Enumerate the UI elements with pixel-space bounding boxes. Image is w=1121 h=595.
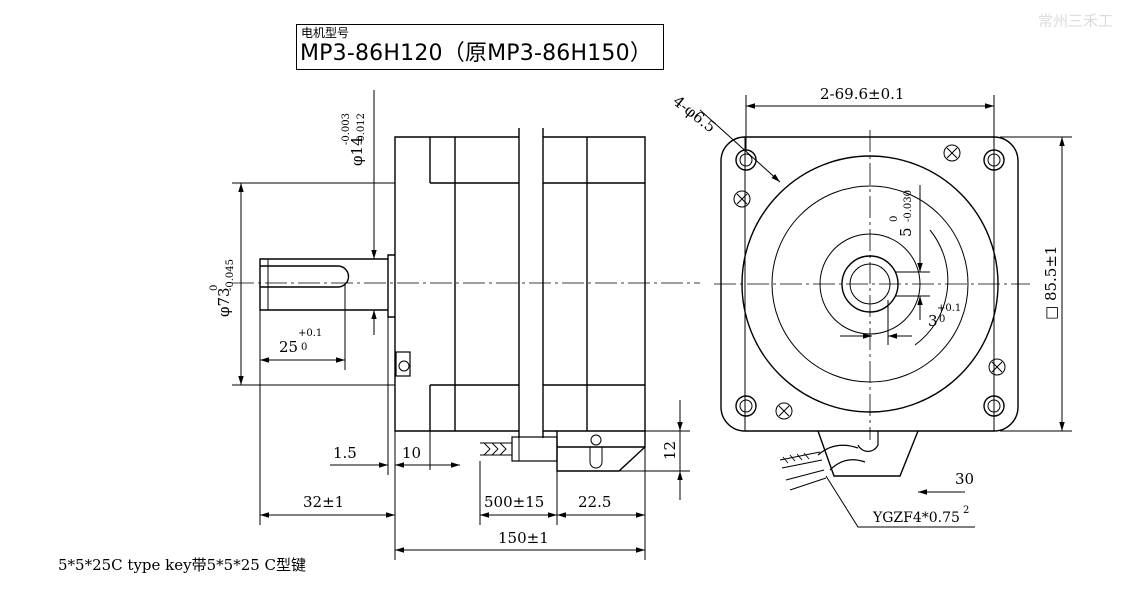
model-title-box: 电机型号 MP3-86H120（原MP3-86H150） (296, 24, 664, 70)
cable-spec-exponent: 2 (963, 505, 969, 516)
key-len-label: 25 (279, 338, 298, 356)
shaft-tol-upper: -0.003 (341, 113, 352, 145)
side-dimensions (232, 90, 690, 560)
connector-label: 22.5 (578, 493, 611, 511)
front-connector (817, 430, 919, 477)
key-width-label: 5 (897, 227, 915, 237)
key-width-tol-upper: 0 (889, 216, 900, 222)
key-footnote: 5*5*25C type key带5*5*25 C型键 (58, 556, 307, 574)
hole-spacing-label: 2-69.6±0.1 (820, 85, 904, 103)
cable-offset-label: 30 (955, 470, 974, 488)
conn-height-label: 12 (661, 441, 679, 460)
front-view (720, 136, 1019, 491)
lead-len-label: 500±15 (484, 493, 544, 511)
shaft-len-label: 32±1 (303, 493, 344, 511)
key-slot (260, 265, 350, 288)
step-label: 1.5 (333, 444, 357, 462)
watermark: 常州三禾工 (1037, 12, 1113, 30)
front-dimensions (699, 95, 1072, 528)
pilot-tol-upper: 0 (209, 285, 220, 291)
motor-body-left (394, 136, 519, 432)
key-depth-tol-upper: +0.1 (937, 303, 961, 314)
title-label: 电机型号 (301, 26, 350, 40)
shaft-dia-label: φ14 (348, 136, 366, 166)
pilot-dia-label: φ73 (215, 287, 233, 317)
side-view (259, 128, 646, 472)
key-tol-lower: 0 (301, 342, 307, 353)
holes-label: 4-φ6.5 (670, 92, 720, 136)
shaft-tol-lower: -0.012 (356, 113, 367, 145)
shaft (259, 258, 388, 311)
pilot-tol-lower: -0.045 (225, 259, 236, 291)
model-name: MP3-86H120（原MP3-86H150） (300, 41, 653, 66)
motor-body-right (543, 136, 646, 432)
body-len-label: 150±1 (498, 529, 549, 547)
cable-spec-label: YGZF4*0.75 (872, 510, 960, 526)
key-depth-label: 3 (928, 312, 938, 330)
frame-label: □ 85.5±1 (1042, 246, 1060, 320)
key-tol-upper: +0.1 (298, 328, 322, 339)
flange-label: 10 (402, 444, 421, 462)
key-depth-tol-lower: 0 (939, 314, 945, 325)
key-width-tol-lower: -0.030 (903, 190, 914, 222)
